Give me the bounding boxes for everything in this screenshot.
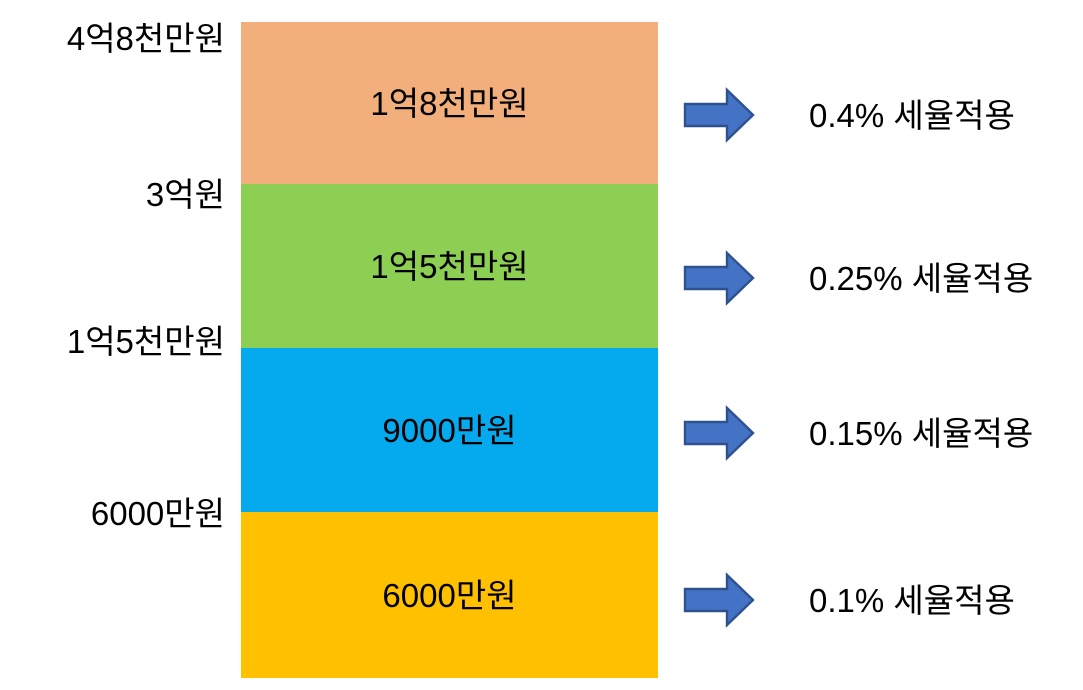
bar-segment-label-3: 6000만원: [382, 576, 517, 614]
rate-label-1: 0.25% 세율적용: [809, 259, 1034, 297]
threshold-label-0: 4억8천만원: [66, 20, 225, 57]
rate-row-1: 0.25% 세율적용: [683, 248, 1033, 308]
right-arrow-icon: [683, 405, 755, 461]
rate-row-3: 0.1% 세율적용: [683, 570, 1015, 630]
rate-label-2: 0.15% 세율적용: [809, 414, 1034, 452]
bar-segment-label-1: 1억5천만원: [370, 247, 529, 285]
threshold-label-2: 1억5천만원: [66, 323, 225, 360]
right-arrow-icon: [683, 572, 755, 628]
rate-label-3: 0.1% 세율적용: [809, 581, 1015, 619]
threshold-label-1: 3억원: [145, 176, 225, 213]
right-arrow-icon: [683, 250, 755, 306]
threshold-label-3: 6000만원: [90, 495, 225, 532]
bar-segment-3[interactable]: 6000만원: [241, 512, 658, 678]
stacked-bar: 1억8천만원 1억5천만원 9000만원 6000만원: [241, 22, 658, 678]
bar-segment-2[interactable]: 9000만원: [241, 348, 658, 512]
bar-segment-1[interactable]: 1억5천만원: [241, 184, 658, 348]
bar-segment-0[interactable]: 1억8천만원: [241, 22, 658, 184]
rate-label-0: 0.4% 세율적용: [809, 96, 1015, 134]
bar-segment-label-2: 9000만원: [382, 411, 517, 449]
rate-row-2: 0.15% 세율적용: [683, 403, 1033, 463]
right-arrow-icon: [683, 87, 755, 143]
rate-row-0: 0.4% 세율적용: [683, 85, 1015, 145]
bar-segment-label-0: 1억8천만원: [370, 84, 529, 122]
